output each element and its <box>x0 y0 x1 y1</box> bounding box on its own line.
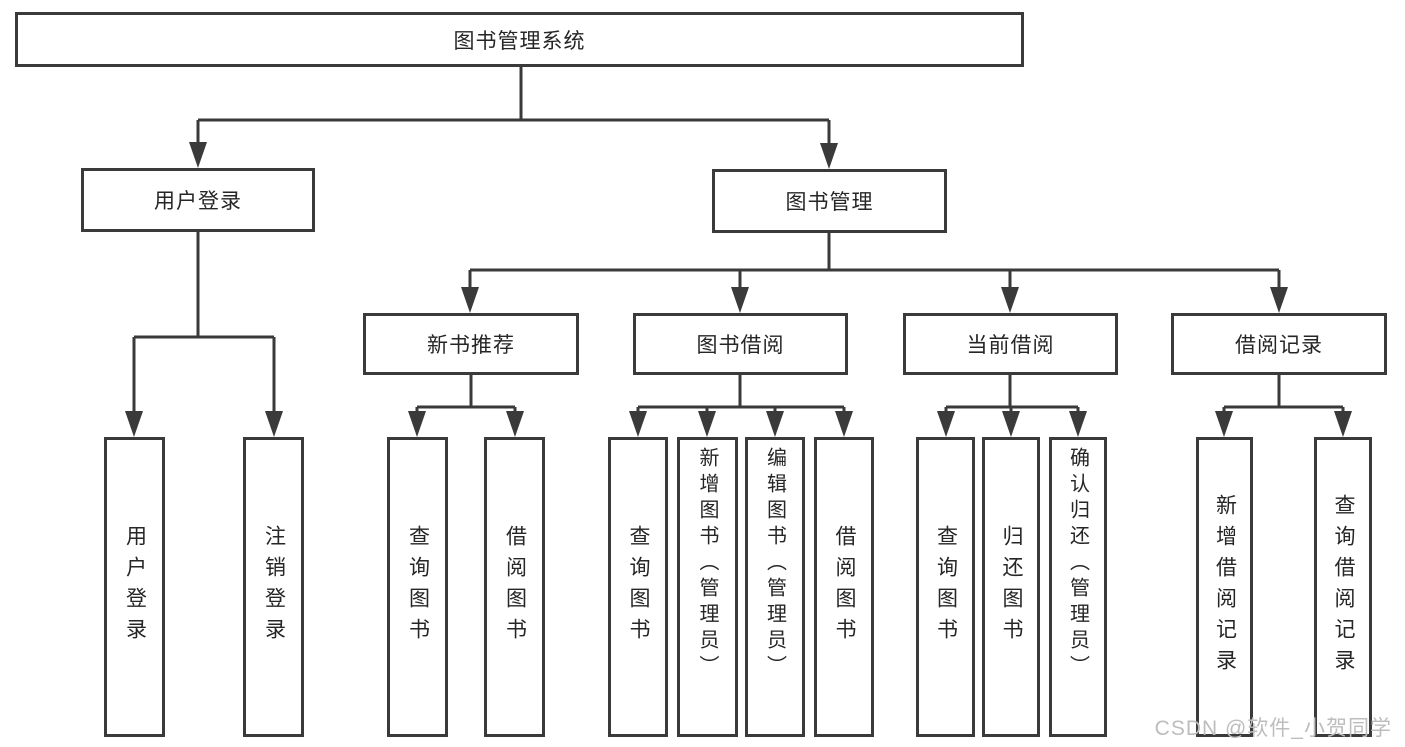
node-user-login: 用户登录 <box>81 168 315 232</box>
arrowhead <box>1002 411 1020 437</box>
arrowhead <box>1001 287 1019 313</box>
leaf-borrow-edit-books-admin: 编辑图书（管理员） <box>745 437 805 737</box>
arrowhead <box>265 411 283 437</box>
leaf-current-return-books: 归还图书 <box>982 437 1040 737</box>
node-new-book-recommend: 新书推荐 <box>363 313 579 375</box>
arrowhead <box>820 143 838 169</box>
connector-strokes <box>132 67 1345 421</box>
arrowhead <box>1215 411 1233 437</box>
leaf-user-login: 用户登录 <box>104 437 165 737</box>
leaf-records-add-record: 新增借阅记录 <box>1196 437 1253 737</box>
leaf-logout: 注销登录 <box>243 437 304 737</box>
node-borrow-records: 借阅记录 <box>1171 313 1387 375</box>
arrowhead <box>1069 411 1087 437</box>
connector-recommend-to-leaves <box>415 375 517 421</box>
arrowhead <box>461 287 479 313</box>
node-book-borrow: 图书借阅 <box>633 313 848 375</box>
connector-userlogin-to-leaves <box>132 232 276 421</box>
node-book-management: 图书管理 <box>712 169 947 233</box>
arrowhead <box>1334 411 1352 437</box>
csdn-watermark: CSDN @软件_小贺同学 <box>1154 717 1392 740</box>
arrowhead <box>698 411 716 437</box>
node-root: 图书管理系统 <box>15 12 1024 67</box>
connector-bookmgmt-to-level3 <box>468 233 1281 297</box>
arrowhead <box>766 411 784 437</box>
arrowhead <box>835 411 853 437</box>
arrowhead <box>629 411 647 437</box>
arrowhead <box>189 142 207 168</box>
leaf-current-query-books: 查询图书 <box>916 437 975 737</box>
leaf-borrow-add-books-admin: 新增图书（管理员） <box>677 437 738 737</box>
connector-borrow-to-leaves <box>636 375 846 421</box>
connector-root-to-level2 <box>196 67 831 153</box>
arrowhead <box>125 411 143 437</box>
connector-records-to-leaves <box>1222 375 1345 421</box>
leaf-recommend-query-books: 查询图书 <box>387 437 448 737</box>
arrowhead <box>408 411 426 437</box>
arrowheads <box>125 142 1352 437</box>
leaf-borrow-borrow-books: 借阅图书 <box>814 437 874 737</box>
arrowhead <box>506 411 524 437</box>
node-current-borrow: 当前借阅 <box>903 313 1118 375</box>
arrowhead <box>1270 287 1288 313</box>
leaf-recommend-borrow-books: 借阅图书 <box>484 437 545 737</box>
arrowhead <box>731 287 749 313</box>
leaf-records-query-record: 查询借阅记录 <box>1314 437 1372 737</box>
leaf-borrow-query-books: 查询图书 <box>608 437 668 737</box>
leaf-current-confirm-return-admin: 确认归还（管理员） <box>1049 437 1107 737</box>
arrowhead <box>937 411 955 437</box>
